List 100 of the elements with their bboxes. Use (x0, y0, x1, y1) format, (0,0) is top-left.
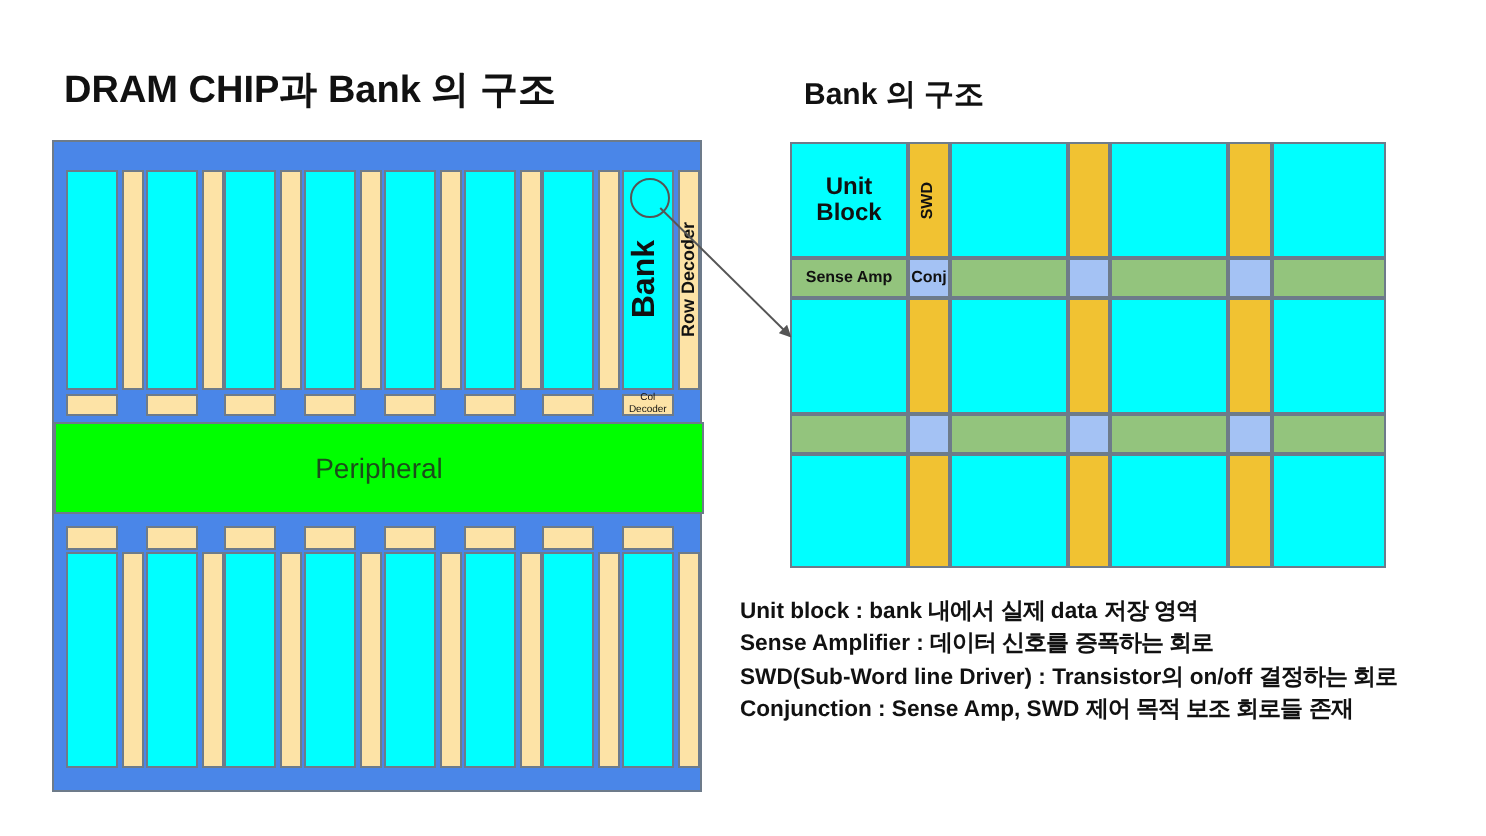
unit-block (950, 142, 1068, 258)
row-decoder-strip (360, 170, 383, 390)
col-decoder-block (66, 394, 118, 416)
unit-block (1110, 298, 1228, 414)
bank-block (304, 552, 357, 768)
swd-strip (1068, 142, 1110, 258)
col-decoder-block (383, 526, 436, 550)
peripheral-label: Peripheral (315, 453, 443, 483)
unit-block (1272, 454, 1386, 568)
bank-block (224, 170, 277, 390)
row-decoder-strip (122, 170, 144, 390)
col-decoder-block (224, 394, 277, 416)
bank-block (66, 552, 118, 768)
bank-block (145, 170, 198, 390)
sense-amp-label: Sense Amp (805, 269, 893, 287)
unit-block (790, 298, 908, 414)
sense-amp-strip (950, 258, 1068, 298)
note-text: Sense Amplifier : 데이터 신호를 증폭하는 회로 (740, 630, 1215, 661)
col-decoder-block (463, 394, 515, 416)
conj-block (1228, 258, 1272, 298)
conj-label: Conj (911, 269, 947, 287)
swd-strip (1228, 142, 1272, 258)
unit-block (790, 142, 908, 258)
col-decoder-block (621, 526, 674, 550)
diagram-title: DRAM CHIP과 Bank 의 구조 (64, 68, 556, 116)
row-decoder-strip (280, 170, 303, 390)
bank-block (145, 552, 198, 768)
bank-block (463, 552, 515, 768)
row-decoder-strip (677, 552, 700, 768)
unit-block (1110, 142, 1228, 258)
col-decoder-block (542, 394, 595, 416)
note-text: Conjunction : Sense Amp, SWD 제어 목적 보조 회로들 존재 (740, 695, 1355, 726)
bank-block (463, 170, 515, 390)
col-decoder-block (224, 526, 277, 550)
unit-block (790, 454, 908, 568)
conj-block (908, 414, 950, 454)
swd-strip (1228, 298, 1272, 414)
conj-block (1228, 414, 1272, 454)
swd-strip (1068, 454, 1110, 568)
bank-block (542, 552, 595, 768)
bank-block (383, 552, 436, 768)
bank-block (304, 170, 357, 390)
col-decoder-block (145, 394, 198, 416)
conj-block (908, 258, 950, 298)
row-decoder-strip (280, 552, 303, 768)
bank-block (542, 170, 595, 390)
col-decoder-block (304, 394, 357, 416)
leader-line (659, 207, 792, 338)
bank-block (383, 170, 436, 390)
highlight-circle (629, 178, 670, 218)
row-decoder-strip (360, 552, 383, 768)
peripheral-block (54, 422, 704, 514)
unit-block (1272, 142, 1386, 258)
col-decoder-block (383, 394, 436, 416)
row-decoder-strip (598, 170, 621, 390)
swd-strip (1228, 454, 1272, 568)
col-decoder-block (145, 526, 198, 550)
col-decoder-block (304, 526, 357, 550)
bank-block (66, 170, 118, 390)
note-text: Unit block : bank 내에서 실제 data 저장 영역 (740, 598, 1200, 628)
row-decoder-strip (439, 552, 462, 768)
bank-block (621, 170, 674, 390)
row-decoder-strip (519, 552, 541, 768)
col-decoder-block (66, 526, 118, 550)
unit-block (950, 454, 1068, 568)
swd-strip (908, 454, 950, 568)
sense-amp-strip (790, 414, 908, 454)
sense-amp-strip (1110, 258, 1228, 298)
row-decoder-strip (201, 170, 224, 390)
swd-strip (908, 298, 950, 414)
panel-heading: Bank 의 구조 (804, 80, 985, 112)
col-decoder-block (542, 526, 595, 550)
row-decoder-strip (519, 170, 541, 390)
unit-block (1110, 454, 1228, 568)
col-decoder-block (463, 526, 515, 550)
sense-amp-strip (790, 258, 908, 298)
sense-amp-strip (1110, 414, 1228, 454)
note-text: SWD(Sub-Word line Driver) : Transistor의 on/off 결정하는 회로 (740, 663, 1397, 694)
bank-block (224, 552, 277, 768)
conj-block (1068, 414, 1110, 454)
sense-amp-strip (1272, 258, 1386, 298)
row-decoder-strip (598, 552, 621, 768)
row-decoder-strip (677, 170, 700, 390)
swd-strip (1068, 298, 1110, 414)
bank-label: Bank (630, 240, 665, 320)
sense-amp-strip (1272, 414, 1386, 454)
unit-block (1272, 298, 1386, 414)
bank-block (621, 552, 674, 768)
col-decoder-block (621, 394, 674, 416)
swd-label: SWD (920, 181, 938, 219)
chip-outline (52, 140, 702, 792)
unit-block-label: Unit Block (814, 174, 884, 226)
sense-amp-strip (950, 414, 1068, 454)
row-decoder-strip (439, 170, 462, 390)
row-decoder-label: Row Decoder (679, 222, 699, 338)
swd-strip (908, 142, 950, 258)
row-decoder-strip (122, 552, 144, 768)
row-decoder-strip (201, 552, 224, 768)
conj-block (1068, 258, 1110, 298)
unit-block (950, 298, 1068, 414)
